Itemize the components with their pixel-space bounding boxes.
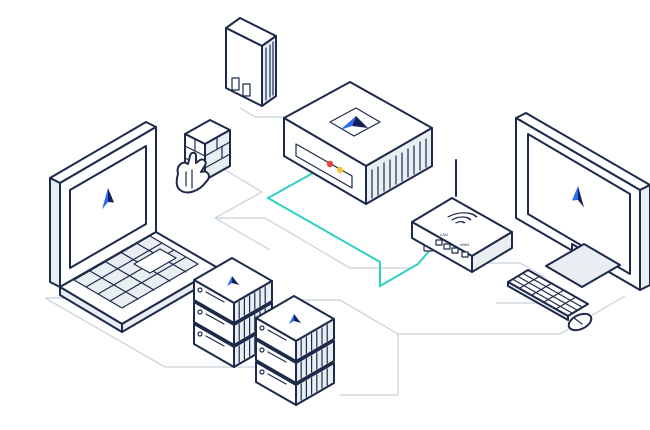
- server-led: [259, 325, 265, 331]
- router-lan-label: LAN: [440, 232, 448, 237]
- firewall: [175, 119, 231, 194]
- desktop-monitor: [515, 112, 650, 291]
- server-led: [259, 369, 265, 375]
- status-led-red: [326, 160, 334, 168]
- wifi-icon: [447, 212, 478, 224]
- wifi-router: LAN WAN: [411, 159, 513, 273]
- keyboard: [507, 269, 589, 321]
- status-led-yellow: [336, 166, 344, 174]
- laptop-trackpad: [133, 248, 177, 274]
- cable-appliance-to-router: [265, 167, 431, 288]
- appliance-vents: [371, 138, 427, 199]
- server-unit: [193, 257, 273, 324]
- server-led: [197, 331, 203, 337]
- laptop: [49, 121, 219, 333]
- server-led: [197, 287, 203, 293]
- server-led: [197, 309, 203, 315]
- mouse: [567, 312, 593, 332]
- server-stack-right: [255, 295, 335, 406]
- server-led: [259, 347, 265, 353]
- arrow-a-logo-icon: [227, 276, 239, 286]
- arrow-a-logo-icon: [329, 107, 381, 137]
- central-appliance: [283, 81, 433, 205]
- router-wan-label: WAN: [460, 242, 469, 247]
- router-ports: [435, 239, 469, 258]
- tower-server: [225, 17, 277, 107]
- hand-icon: [175, 151, 210, 194]
- arrow-a-logo-icon: [289, 314, 301, 324]
- server-unit: [255, 295, 335, 362]
- laptop-keys: [85, 242, 187, 302]
- keyboard-keys: [513, 273, 583, 314]
